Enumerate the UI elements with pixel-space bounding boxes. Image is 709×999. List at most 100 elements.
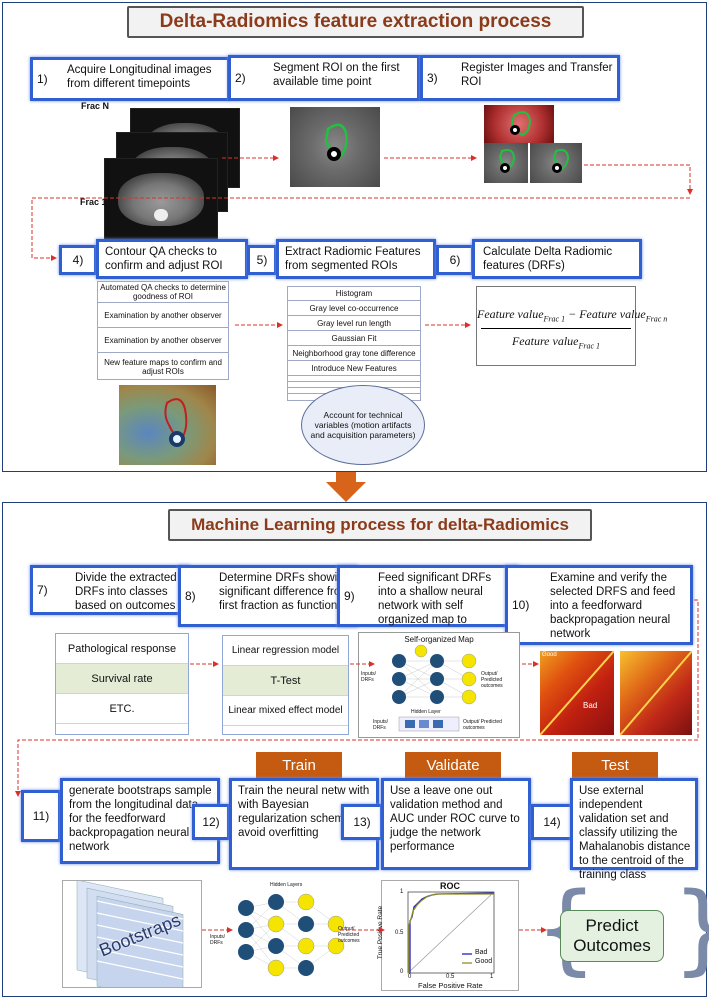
- roc-xtick-0: 0: [408, 974, 412, 980]
- som-hidden-label: Hidden Layer: [411, 709, 441, 715]
- registered-image-overlay: [484, 105, 554, 143]
- step-2: 2) Segment ROI on the first available ti…: [228, 55, 420, 101]
- roc-xlabel: False Positive Rate: [418, 981, 483, 990]
- step-9-text: Feed significant DRFs into a shallow neu…: [378, 572, 492, 626]
- statistical-models-table: Linear regression model T-Test Linear mi…: [222, 635, 349, 735]
- step-6-number: 6): [449, 253, 461, 267]
- step-13-number: 13): [353, 815, 371, 829]
- step-6-number-box: 6): [436, 245, 474, 275]
- formula-denominator: Feature valueFrac 1: [511, 334, 601, 351]
- frac-1-label: Frac 1: [80, 197, 107, 207]
- step-5-number: 5): [256, 253, 268, 267]
- step-12: Train the neural netw with with Bayesian…: [229, 778, 379, 870]
- predict-outcomes-box: Predict Outcomes: [560, 910, 664, 962]
- step-9: 9) Feed significant DRFs into a shallow …: [337, 565, 519, 627]
- step-11-number-box: 11): [21, 790, 61, 842]
- validate-tag: Validate: [405, 752, 501, 778]
- step-4-number: 4): [72, 253, 84, 267]
- registered-image-right: [530, 143, 582, 183]
- feature-item: Histogram: [288, 287, 420, 301]
- step-13: Use a leave one out validation method an…: [381, 778, 531, 870]
- step-14-number: 14): [543, 815, 561, 829]
- som-inputs-label-2: Inputs/ DRFs: [373, 719, 389, 731]
- top-title: Delta-Radiomics feature extraction proce…: [127, 6, 584, 38]
- step-4-text: Contour QA checks to confirm and adjust …: [105, 246, 223, 272]
- step-14-text: Use external independent validation set …: [579, 785, 691, 881]
- formula-numerator: Feature valueFrac 1 − Feature valueFrac …: [477, 307, 668, 324]
- step-2-number: 2): [235, 71, 246, 85]
- feature-item: Neighborhood gray tone difference: [288, 346, 420, 361]
- step-12-number: 12): [202, 815, 220, 829]
- outcome-classes-table: Pathological response Survival rate ETC.: [55, 633, 189, 735]
- bootstraps-graphic: Bootstraps: [62, 880, 202, 988]
- qa-check-list: Automated QA checks to determine goodnes…: [97, 281, 229, 380]
- model-item: T-Test: [223, 666, 348, 696]
- right-brace-icon: }: [672, 880, 709, 978]
- roc-ytick-0: 0: [400, 969, 404, 975]
- heatmap-bad-label: Bad: [583, 701, 598, 710]
- step-7-text: Divide the extracted DRFs into classes b…: [75, 572, 177, 612]
- feature-item: Introduce New Features: [288, 361, 420, 376]
- step-8-number: 8): [185, 589, 196, 603]
- feature-item: Gray level co-occurrence: [288, 301, 420, 316]
- technical-variables-oval: Account for technical variables (motion …: [301, 385, 425, 465]
- train-tag: Train: [256, 752, 342, 778]
- step-11-text: generate bootstraps sample from the long…: [69, 785, 212, 853]
- step-3-number: 3): [427, 71, 438, 85]
- som-outputs-label: Output/ Predicted outcomes: [481, 671, 503, 689]
- roc-ytick-1: 1: [400, 889, 404, 895]
- step-5: Extract Radiomic Features from segmented…: [276, 239, 436, 279]
- nn-hidden-label: Hidden Layers: [270, 882, 303, 888]
- registered-image-left: [484, 143, 528, 183]
- feature-item: Gaussian Fit: [288, 331, 420, 346]
- step-5-text: Extract Radiomic Features from segmented…: [285, 246, 421, 272]
- step-12-number-box: 12): [192, 804, 230, 840]
- model-item: Linear regression model: [223, 636, 348, 666]
- outcome-item: Pathological response: [56, 634, 188, 664]
- outcome-item: ETC.: [56, 694, 188, 724]
- step-4-number-box: 4): [59, 245, 97, 275]
- test-tag: Test: [572, 752, 658, 778]
- roc-ytick-05: 0.5: [395, 930, 404, 936]
- segmented-roi-image: [290, 107, 380, 187]
- step-3-text: Register Images and Transfer ROI: [461, 62, 613, 88]
- feedforward-network-diagram: Hidden Layers Inputs/ DRFs Output/ Predi…: [210, 880, 370, 984]
- step-13-text: Use a leave one out validation method an…: [390, 785, 520, 853]
- bottom-title: Machine Learning process for delta-Radio…: [168, 509, 592, 541]
- step-6-text: Calculate Delta Radiomic features (DRFs): [483, 246, 613, 272]
- ct-image-front: [104, 158, 218, 240]
- som-title: Self-organized Map: [404, 635, 474, 644]
- step-1-number: 1): [37, 72, 48, 86]
- delta-formula: Feature valueFrac 1 − Feature valueFrac …: [476, 286, 668, 366]
- roc-title: ROC: [440, 881, 460, 891]
- roc-chart: ROC True Positive Rate False Positive Ra…: [377, 880, 519, 991]
- feature-item: Gray level run length: [288, 316, 420, 331]
- step-4: Contour QA checks to confirm and adjust …: [96, 239, 248, 279]
- step-5-number-box: 5): [247, 245, 277, 275]
- som-outputs-label-2: Output/ Predicted outcomes: [463, 719, 502, 731]
- step-3: 3) Register Images and Transfer ROI: [420, 55, 620, 101]
- roc-legend-good: Good: [475, 958, 493, 965]
- outcome-item: Survival rate: [56, 664, 188, 694]
- step-10-text: Examine and verify the selected DRFS and…: [550, 572, 676, 640]
- qa-item: Examination by another observer: [98, 328, 228, 353]
- step-2-text: Segment ROI on the first available time …: [273, 62, 400, 88]
- step-12-text: Train the neural netw with with Bayesian…: [238, 785, 370, 839]
- qa-item: Examination by another observer: [98, 303, 228, 328]
- som-diagram: Self-organized Map Inputs/ DRFs Output/ …: [358, 632, 520, 738]
- step-11-number: 11): [32, 809, 50, 823]
- step-14: Use external independent validation set …: [570, 778, 698, 881]
- som-inputs-label: Inputs/ DRFs: [361, 671, 377, 683]
- frac-n-label: Frac N: [81, 101, 110, 111]
- heatmap-bad: [620, 651, 692, 735]
- roc-xtick-05: 0.5: [446, 974, 455, 980]
- roc-xtick-1: 1: [490, 974, 494, 980]
- step-9-number: 9): [344, 589, 355, 603]
- step-10: 10) Examine and verify the selected DRFS…: [505, 565, 693, 645]
- radiomic-feature-list: Histogram Gray level co-occurrence Gray …: [287, 286, 421, 401]
- step-10-number: 10): [512, 598, 530, 612]
- heatmap-good: Good Bad: [540, 651, 614, 735]
- nn-inputs-label: Inputs/ DRFs: [210, 934, 226, 946]
- roc-legend-bad: Bad: [475, 949, 488, 956]
